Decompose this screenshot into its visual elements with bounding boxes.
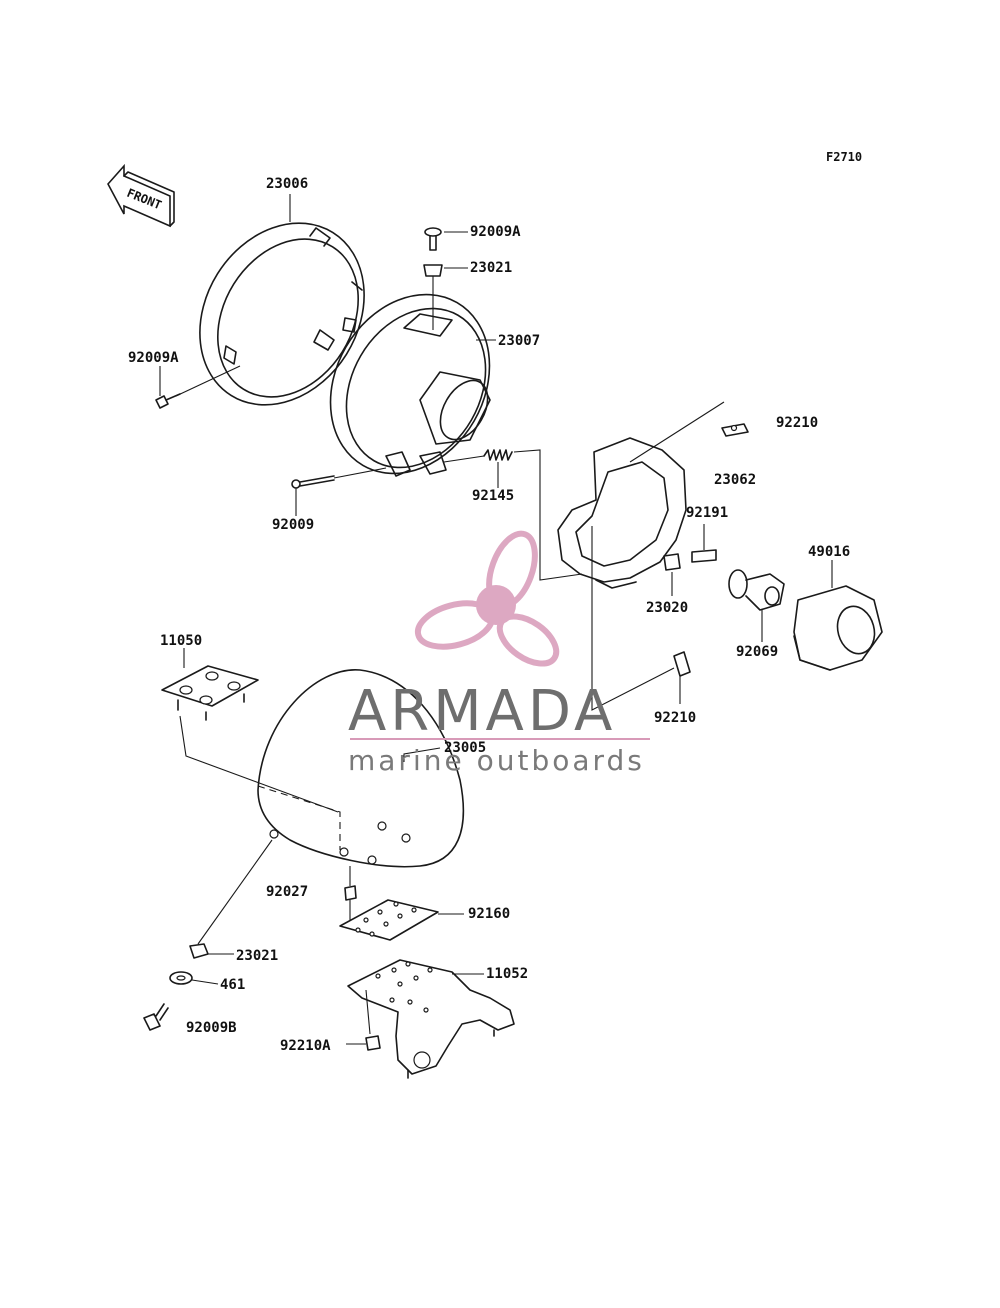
label-23020: 23020: [646, 600, 688, 616]
bulb-boot: [793, 585, 883, 671]
label-23021-top: 23021: [470, 260, 512, 276]
headlight-socket-cover: [557, 437, 687, 589]
label-92027: 92027: [266, 884, 308, 900]
damper-plate: [339, 899, 439, 941]
label-23021-bottom: 23021: [236, 948, 278, 964]
collar: [691, 549, 717, 563]
label-92009: 92009: [272, 517, 314, 533]
headlight-housing: [329, 293, 491, 477]
label-92069: 92069: [736, 644, 778, 660]
screw-long: [291, 475, 335, 489]
bolt: [143, 1003, 169, 1031]
label-11050: 11050: [160, 633, 202, 649]
label-23007: 23007: [498, 333, 540, 349]
label-49016: 49016: [808, 544, 850, 560]
label-92160: 92160: [468, 906, 510, 922]
label-461: 461: [220, 977, 245, 993]
watermark-divider: [350, 738, 650, 740]
lower-bracket: [347, 959, 515, 1079]
upper-bracket: [161, 665, 259, 721]
label-11052: 11052: [486, 966, 528, 982]
nut-upper: [721, 423, 749, 437]
grommet-top: [423, 264, 443, 277]
label-92145: 92145: [472, 488, 514, 504]
watermark-brand: ARMADA: [348, 679, 616, 744]
label-92210-upper: 92210: [776, 415, 818, 431]
headlight-rim: [199, 222, 365, 406]
grommet-bottom: [189, 943, 209, 959]
label-92210A: 92210A: [280, 1038, 331, 1054]
label-23062: 23062: [714, 472, 756, 488]
label-92191: 92191: [686, 505, 728, 521]
screw-top: [424, 227, 442, 251]
label-92009B: 92009B: [186, 1020, 237, 1036]
label-23005: 23005: [444, 740, 486, 756]
nut-bracket: [365, 1035, 381, 1051]
label-92210-lower: 92210: [654, 710, 696, 726]
socket-clip: [663, 553, 681, 571]
label-23006: 23006: [266, 176, 308, 192]
front-arrow-icon: FRONT: [107, 163, 175, 228]
bulb: [728, 569, 785, 611]
watermark-tagline: marine outboards: [348, 744, 645, 777]
propeller-logo: [414, 530, 560, 667]
washer: [169, 971, 193, 985]
nut-lower: [673, 651, 691, 677]
label-92009A-top: 92009A: [470, 224, 521, 240]
label-92009A-left: 92009A: [128, 350, 179, 366]
collar-shell: [344, 885, 357, 901]
headlight-shell: [257, 669, 465, 868]
spring: [483, 449, 513, 461]
diagram-code: F2710: [826, 150, 862, 164]
